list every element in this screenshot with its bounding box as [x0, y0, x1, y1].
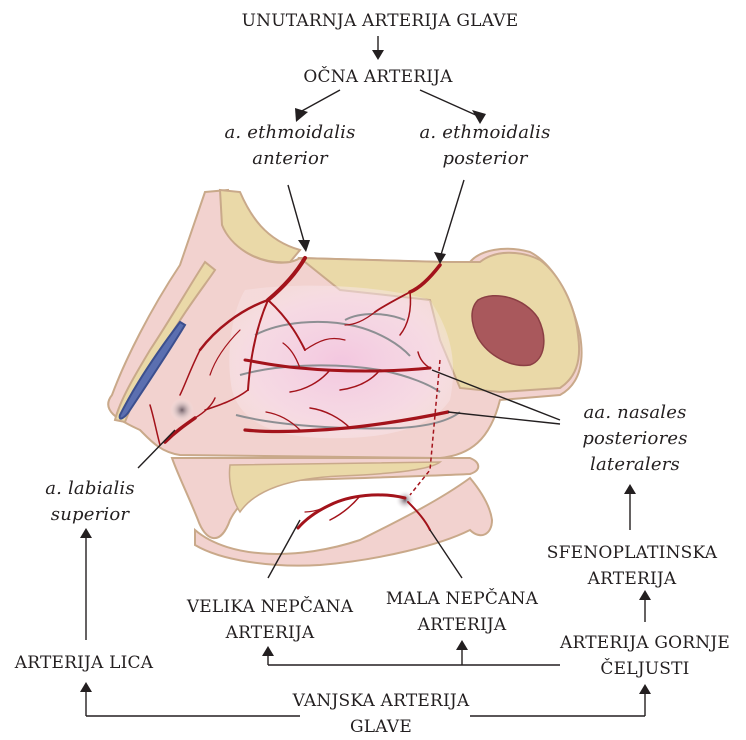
- incisive-foramen-spot: [170, 398, 194, 422]
- arrow-head-icon: [624, 484, 636, 494]
- label-facial: ARTERIJA LICA: [4, 650, 164, 676]
- arrow-head-icon: [80, 528, 92, 538]
- arrow-head-icon: [262, 646, 274, 656]
- arrow-head-icon: [639, 684, 651, 694]
- label-internal-carotid: UNUTARNJA ARTERIJA GLAVE: [225, 8, 535, 34]
- arrow-head-icon: [372, 50, 384, 60]
- arrow-head-icon: [80, 682, 92, 692]
- label-ophthalmic: OČNA ARTERIJA: [290, 64, 466, 90]
- arrow-head-icon: [456, 640, 468, 650]
